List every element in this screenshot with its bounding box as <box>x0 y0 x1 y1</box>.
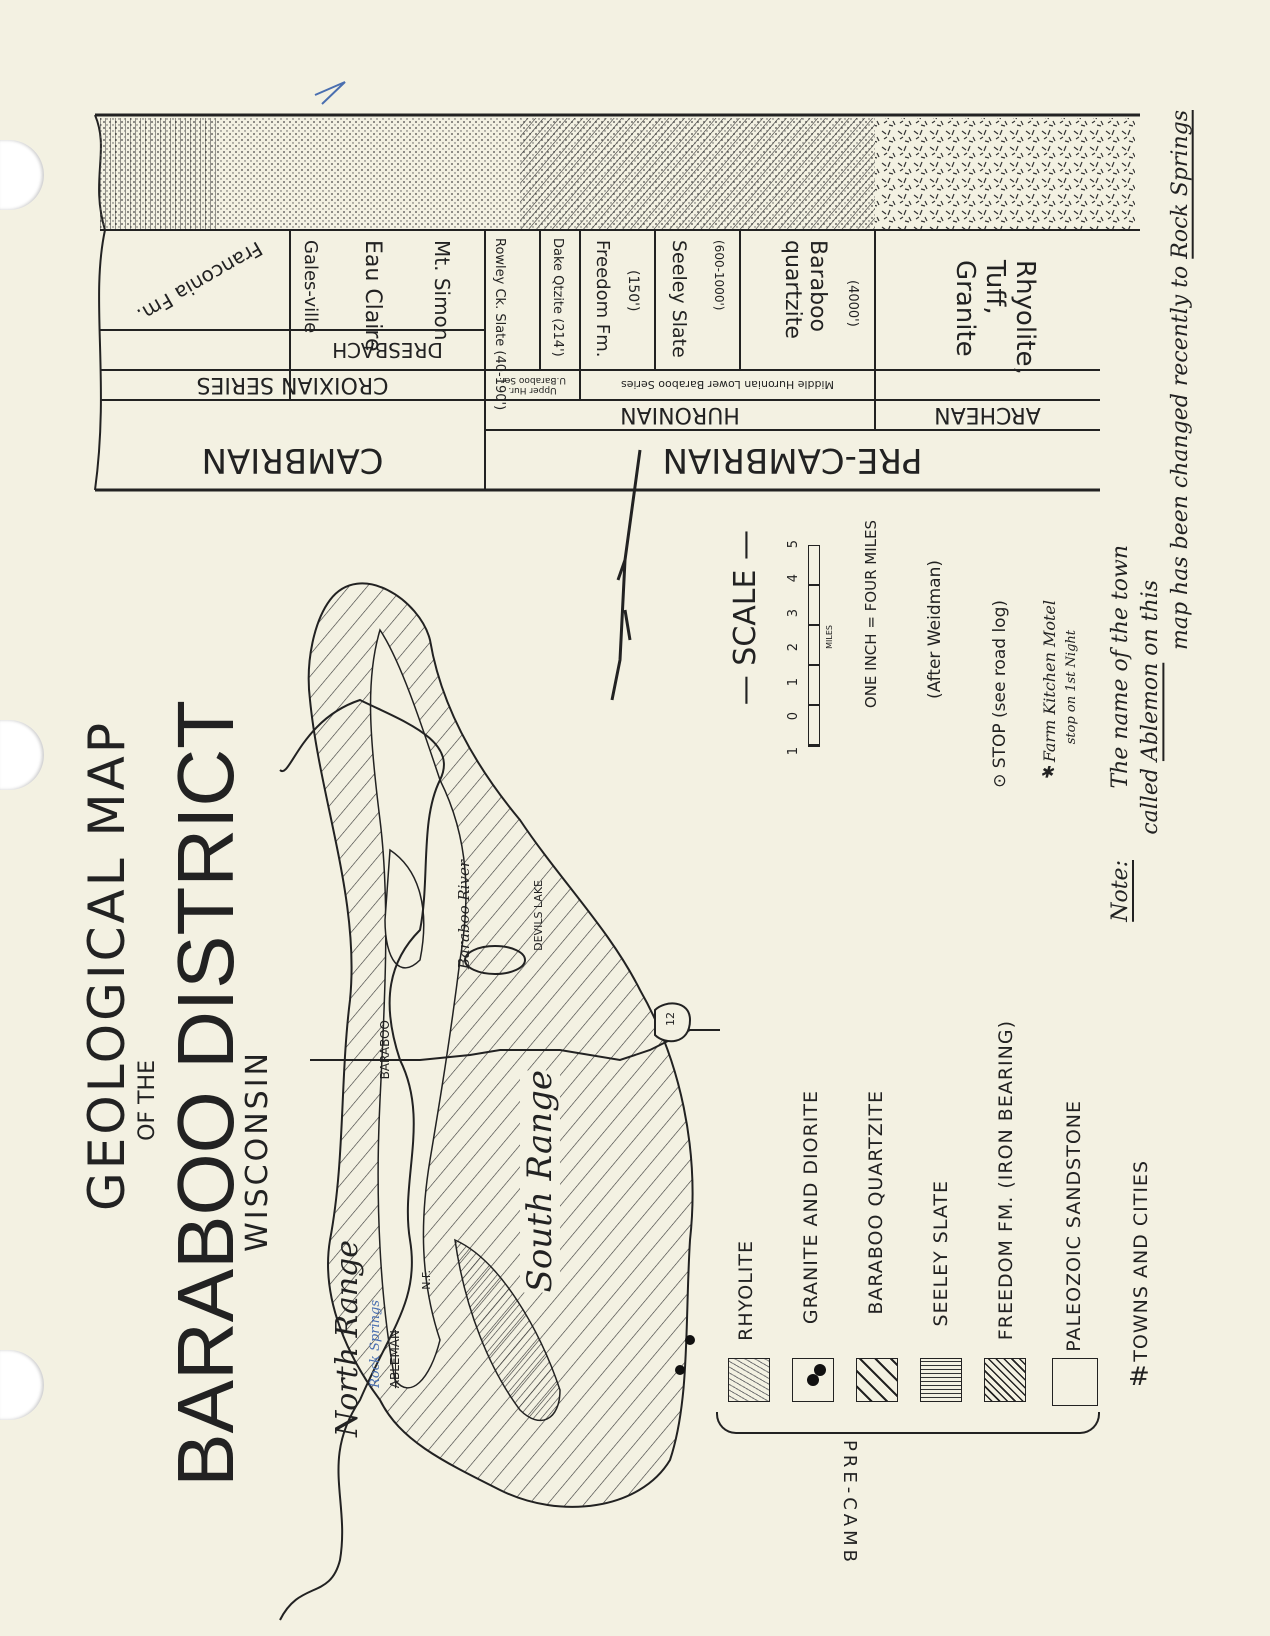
legend-label: PALEOZOIC SANDSTONE <box>1063 1100 1085 1352</box>
scale-title: — SCALE — <box>728 530 763 706</box>
formation-seeley: Seeley Slate <box>668 240 690 358</box>
note-line-3: map has been changed recently to Rock Sp… <box>1168 110 1193 651</box>
legend-swatch-granite <box>792 1358 834 1402</box>
legend-bracket <box>716 1412 1100 1434</box>
legend-label: GRANITE AND DIORITE <box>800 1090 822 1325</box>
series-croixian: CROIXIAN SERIES <box>196 372 389 398</box>
legend-label: BARABOO QUARTZITE <box>865 1090 887 1315</box>
label-ableman: ABLEMAN <box>388 1330 402 1389</box>
formation-eau-claire: Eau Claire <box>360 240 385 352</box>
note-line-2: called Ablemon on this <box>1138 580 1163 835</box>
formation-baraboo-thickness: (4000') <box>845 280 860 327</box>
era-precambrian: PRE-CAMBRIAN <box>662 440 923 480</box>
baraboo-valley <box>369 628 467 1389</box>
stage-dresbach: DRESBACH <box>332 338 443 362</box>
formation-baraboo-quartzite: Baraboo quartzite <box>780 240 830 339</box>
label-devils-lake: DEVILS LAKE <box>532 880 545 951</box>
legend-swatch-quartzite <box>856 1358 898 1402</box>
pencil-mark <box>314 81 346 105</box>
formation-galesville: Gales-ville <box>300 240 321 334</box>
legend-label: FREEDOM FM. (IRON BEARING) <box>995 1020 1017 1341</box>
map-title-of-the: OF THE <box>135 1060 160 1141</box>
formation-rowley-creek: Rowley Ck. Slate (40-190') <box>492 238 507 411</box>
formation-mt-simon: Mt. Simon <box>430 240 454 341</box>
legend-swatch-paleozoic <box>1052 1358 1098 1406</box>
series-lower-baraboo: Middle Huronian Lower Baraboo Series <box>620 378 835 392</box>
stratigraphic-column <box>94 113 1140 492</box>
label-highway: 12 <box>664 1012 677 1026</box>
north-arrow-icon <box>610 449 642 701</box>
formation-freedom-thickness: (150') <box>625 270 641 312</box>
note-label: Note: <box>1108 860 1133 922</box>
map-subtitle-state: WISCONSIN <box>240 1050 275 1252</box>
legend-swatch-seeley <box>920 1358 962 1402</box>
label-rock-springs: Rock Springs <box>368 1300 383 1388</box>
devils-lake <box>464 945 526 975</box>
formation-freedom: Freedom Fm. <box>592 240 613 358</box>
label-baraboo-river: Baraboo River <box>455 860 473 970</box>
note-line-1: The name of the town <box>1108 545 1133 789</box>
legend-label: TOWNS AND CITIES <box>1130 1160 1152 1362</box>
label-north-range: North Range <box>330 1240 365 1438</box>
formation-rhyolite-tuff-granite: Rhyolite, Tuff, Granite <box>950 260 1040 375</box>
map-title-district: BARABOO DISTRICT <box>161 700 250 1487</box>
stop-icon: ⊙ <box>990 768 1010 788</box>
legend-label: SEELEY SLATE <box>930 1180 952 1327</box>
map-title: GEOLOGICAL MAP <box>78 720 136 1211</box>
legend-swatch-freedom <box>984 1358 1026 1402</box>
scale-bar <box>808 545 820 747</box>
highway-12-shield-icon <box>654 1002 692 1043</box>
freedom-fm-area <box>454 1238 561 1422</box>
legend-farm-kitchen: ✱Farm Kitchen Motel <box>1040 600 1059 782</box>
formation-seeley-thickness: (600-1000') <box>712 240 726 311</box>
source-credit: (After Weidman) <box>925 560 945 700</box>
legend-label: RHYOLITE <box>735 1240 757 1341</box>
baraboo-river <box>279 698 445 1621</box>
scale-unit: MILES <box>825 625 834 649</box>
era-cambrian: CAMBRIAN <box>201 440 384 480</box>
scale-note: ONE INCH = FOUR MILES <box>862 520 880 709</box>
legend-stop: ⊙ STOP (see road log) <box>990 600 1010 788</box>
asterisk-icon: ✱ <box>1040 762 1059 782</box>
label-nf: N.F. <box>420 1270 433 1290</box>
legend-bracket-label: PRE-CAMB <box>839 1440 860 1566</box>
formation-dake: Dake Qtzite (214') <box>550 238 565 357</box>
legend-swatch-towns: # <box>1128 1362 1150 1392</box>
legend-farm-sub: stop on 1st Night <box>1064 630 1079 745</box>
period-huronian: HURONIAN <box>620 402 740 428</box>
label-baraboo-city: BARABOO <box>378 1020 392 1080</box>
period-archean: ARCHEAN <box>934 402 1041 428</box>
legend-swatch-rhyolite <box>728 1358 770 1402</box>
label-south-range: South Range <box>520 1070 560 1293</box>
